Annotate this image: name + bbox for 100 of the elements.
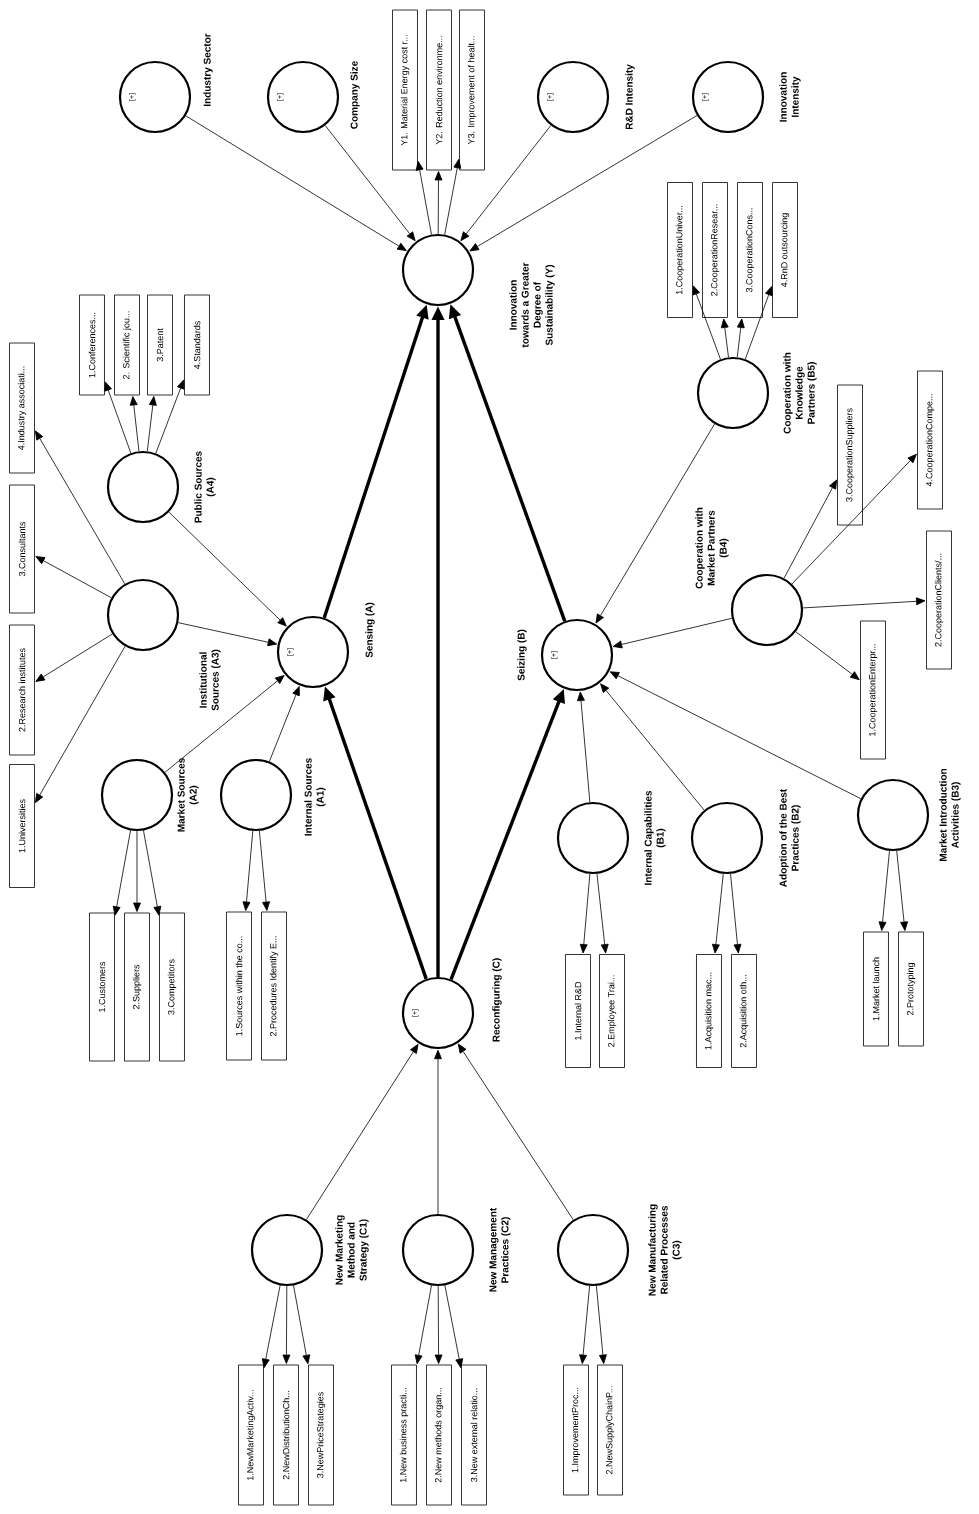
- construct-label: Company Size: [350, 61, 360, 129]
- arrow: [795, 631, 860, 681]
- construct-label: Reconfiguring (C): [492, 958, 502, 1042]
- indicator-box: 1.CooperationUniver...: [667, 182, 693, 318]
- indicator-box: 1.Sources within the co...: [226, 911, 252, 1061]
- construct-label: Cooperation with Market Partners (B4): [695, 507, 729, 589]
- indicator-box: 1.NewMarketingActiv...: [238, 1364, 264, 1506]
- construct-label: New Manufacturing Related Processes (C3): [648, 1204, 682, 1296]
- arrow: [35, 430, 126, 585]
- indicator-box: 3.Patent: [147, 294, 173, 396]
- arrow: [282, 1285, 291, 1364]
- arrow: [133, 830, 141, 912]
- arrow: [293, 1285, 311, 1365]
- arrow: [579, 1285, 590, 1364]
- arrow: [744, 286, 773, 360]
- indicator-box: 3.CooperationSuppliers: [837, 384, 863, 526]
- arrow: [242, 830, 254, 911]
- arrow: [612, 617, 733, 649]
- indicator-box: 1.CooperationEnterpr...: [860, 620, 886, 760]
- arrow: [791, 453, 917, 585]
- arrow: [35, 556, 112, 599]
- arrow: [259, 830, 270, 911]
- arrow: [457, 1043, 574, 1221]
- arrow: [469, 115, 698, 252]
- indicator-box: 4.RnD outsourcing: [772, 182, 798, 318]
- arrow: [104, 381, 132, 454]
- arrow: [434, 1285, 443, 1364]
- indicator-box: 2.CooperationResear...: [702, 182, 728, 318]
- indicator-box: 1.Customers: [89, 912, 115, 1062]
- arrow: [112, 830, 131, 916]
- arrow: [185, 115, 407, 251]
- indicator-box: 1.Conferences...: [79, 294, 105, 396]
- arrow: [414, 1285, 432, 1365]
- indicator-box: 2.New methods organ...: [426, 1364, 452, 1506]
- indicator-box: 2.Acquisition oth...: [731, 954, 757, 1068]
- indicator-box: 4.Industry associati...: [9, 342, 35, 474]
- arrow: [444, 1285, 464, 1369]
- indicator-box: 2.CooperationClients/...: [926, 530, 952, 670]
- arrow: [730, 873, 742, 954]
- construct-label: R&D Intensity: [625, 64, 635, 130]
- construct-label: Seizing (B): [517, 629, 527, 681]
- indicator-box: 1.Internal R&D: [565, 954, 591, 1068]
- arrow: [896, 850, 908, 931]
- indicator-box: 4.CooperationCompe...: [917, 370, 943, 510]
- indicator-box: 2.NewDistributionCh...: [273, 1364, 299, 1506]
- arrow: [155, 379, 185, 454]
- arrow: [720, 318, 729, 358]
- construct-label: Market Introduction Activities (B3): [939, 768, 961, 861]
- arrow: [146, 396, 157, 452]
- indicator-box: Y3. Improvement of healt...: [459, 9, 485, 171]
- indicator-box: 1.Acquisition mac...: [696, 954, 722, 1068]
- construct-label: New Marketing Method and Strategy (C1): [335, 1215, 369, 1285]
- indicator-box: 3.CooperationCons...: [737, 182, 763, 318]
- indicator-box: 2.Research institutes: [9, 624, 35, 756]
- arrow: [434, 1049, 442, 1215]
- arrow: [878, 850, 890, 931]
- arrow: [596, 1285, 607, 1364]
- construct-label: Internal Sources (A1): [304, 758, 326, 836]
- arrow: [802, 597, 926, 609]
- indicator-box: Y2. Reduction environme...: [426, 9, 452, 171]
- construct-label: Innovation towards a Greater Degree of Sustainability (Y): [509, 262, 555, 348]
- arrow: [609, 671, 862, 800]
- arrow: [596, 873, 609, 954]
- construct-label: Cooperation with Knowledge Partners (B5): [783, 352, 817, 434]
- arrow: [143, 830, 162, 916]
- arrow: [579, 873, 591, 954]
- arrow: [177, 622, 278, 647]
- arrow: [268, 686, 300, 762]
- arrow: [35, 633, 113, 682]
- indicator-box: 2. Scientific jou...: [114, 294, 140, 396]
- indicator-box: 1.ImprovementProc...: [563, 1364, 589, 1496]
- indicator-box: 2.Procedures Identify E...: [261, 911, 287, 1061]
- construct-label: Internal Capabilities (B1): [644, 790, 666, 885]
- indicator-box: 3.Consultants: [9, 484, 35, 614]
- indicator-box: 4.Standards: [184, 294, 210, 396]
- indicator-box: 3.New external relatio...: [461, 1364, 487, 1506]
- indicator-box: 2.Employee Trai...: [599, 954, 625, 1068]
- arrow: [129, 396, 140, 452]
- construct-label: Innovation Intensity: [779, 72, 801, 122]
- indicator-box: 1.New business practi...: [391, 1364, 417, 1506]
- arrow: [600, 683, 705, 811]
- arrow: [577, 691, 591, 803]
- arrow: [415, 161, 432, 235]
- indicator-box: 2.NewSupplyChainP...: [597, 1364, 623, 1496]
- arrow: [736, 318, 745, 358]
- arrow: [444, 158, 462, 235]
- construct-label: Institutional Sources (A3): [199, 649, 221, 711]
- arrow: [261, 1285, 281, 1369]
- construct-label: Adoption of the Best Practices (B2): [779, 788, 801, 887]
- arrow: [324, 125, 416, 242]
- indicator-box: 2.Prototyping: [898, 931, 924, 1047]
- indicator-box: 1.Universities: [9, 764, 35, 888]
- arrow: [35, 645, 126, 803]
- construct-label: Public Sources (A4): [194, 451, 216, 523]
- construct-label: Market Sources (A2): [177, 758, 199, 832]
- arrow: [168, 511, 287, 627]
- construct-label: New Management Practices (C2): [489, 1207, 511, 1292]
- arrow: [434, 171, 443, 235]
- arrow: [692, 285, 721, 360]
- indicator-box: 3.NewPriceStrategies: [308, 1364, 334, 1506]
